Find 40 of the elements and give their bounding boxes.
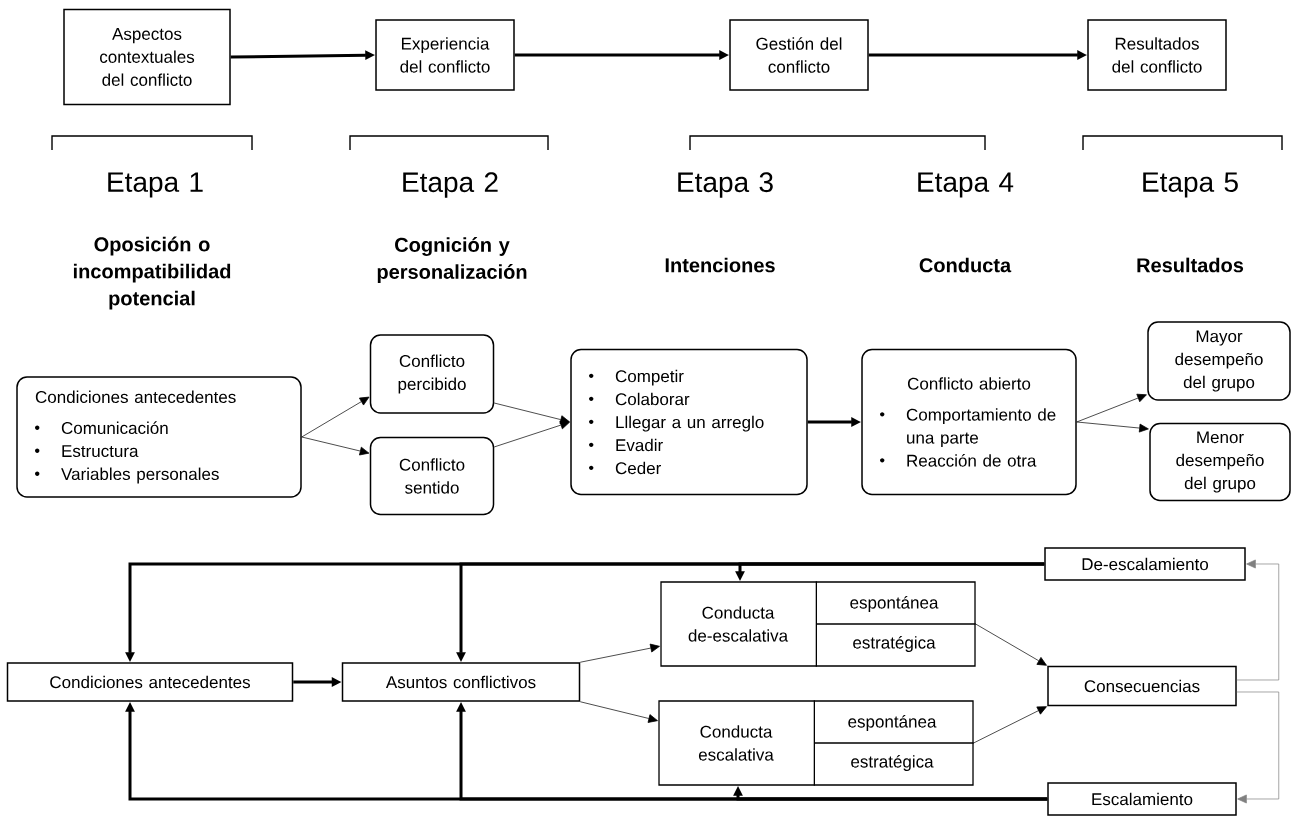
arrow (579, 701, 658, 723)
behavior-table: Conducta de-escalativa espontánea estratégica (660, 580, 977, 668)
process-box: De-escalamiento (1044, 547, 1246, 581)
stage-title: Etapa 1 (108, 172, 203, 198)
arrow (1236, 691, 1280, 804)
process-box: Escalamiento (1047, 782, 1237, 816)
stage-heading: Cognición y personalización (377, 237, 527, 283)
stage-title: Etapa 5 (1143, 172, 1238, 198)
stage-title: Etapa 4 (918, 172, 1014, 198)
arrow (975, 623, 1047, 666)
arrow (301, 436, 370, 456)
stage-title: Etapa 2 (403, 172, 498, 198)
phase-box: Gestión del conflicto (729, 19, 869, 91)
phase-box: Experiencia del conflicto (375, 19, 515, 91)
phase-box: Aspectos contextuales del conflicto (63, 8, 231, 106)
outcome-box: Menor desempeño del grupo (1149, 422, 1291, 502)
stage-heading: Conducta (919, 257, 1012, 273)
stage-heading: Intenciones (665, 257, 775, 273)
stage-heading: Resultados (1137, 257, 1244, 273)
stage-title: Etapa 3 (678, 172, 773, 198)
phase-box: Resultados del conflicto (1087, 19, 1227, 91)
outcome-box: Mayor desempeño del grupo (1147, 321, 1291, 401)
arrow (493, 420, 570, 448)
process-box: Consecuencias (1047, 665, 1237, 707)
arrow (1236, 559, 1280, 681)
arrow (1076, 421, 1149, 433)
process-box: Asuntos conflictivos (341, 662, 581, 702)
arrow (301, 396, 370, 438)
arrow (579, 643, 660, 663)
stage-box: Conflicto percibido (369, 334, 495, 414)
behavior-table: Conducta escalativa espontánea estratégica (658, 699, 975, 787)
stage-box: Conflicto abierto Comportamiento de una parte Reacción de otra (861, 348, 1077, 496)
arrow (493, 402, 570, 424)
process-box: Condiciones antecedentes (6, 662, 294, 702)
arrow (1076, 393, 1147, 423)
stage-heading: Oposición o incompatibilidad potencial (73, 236, 231, 310)
arrow (973, 706, 1047, 744)
stage-box: Competir Colaborar Lllegar a un arreglo Evadir Ceder (570, 348, 808, 496)
stage-box: Conflicto sentido (369, 436, 495, 516)
stage-box: Condiciones antecedentes Comunicación Estructura Variables personales (16, 376, 302, 498)
